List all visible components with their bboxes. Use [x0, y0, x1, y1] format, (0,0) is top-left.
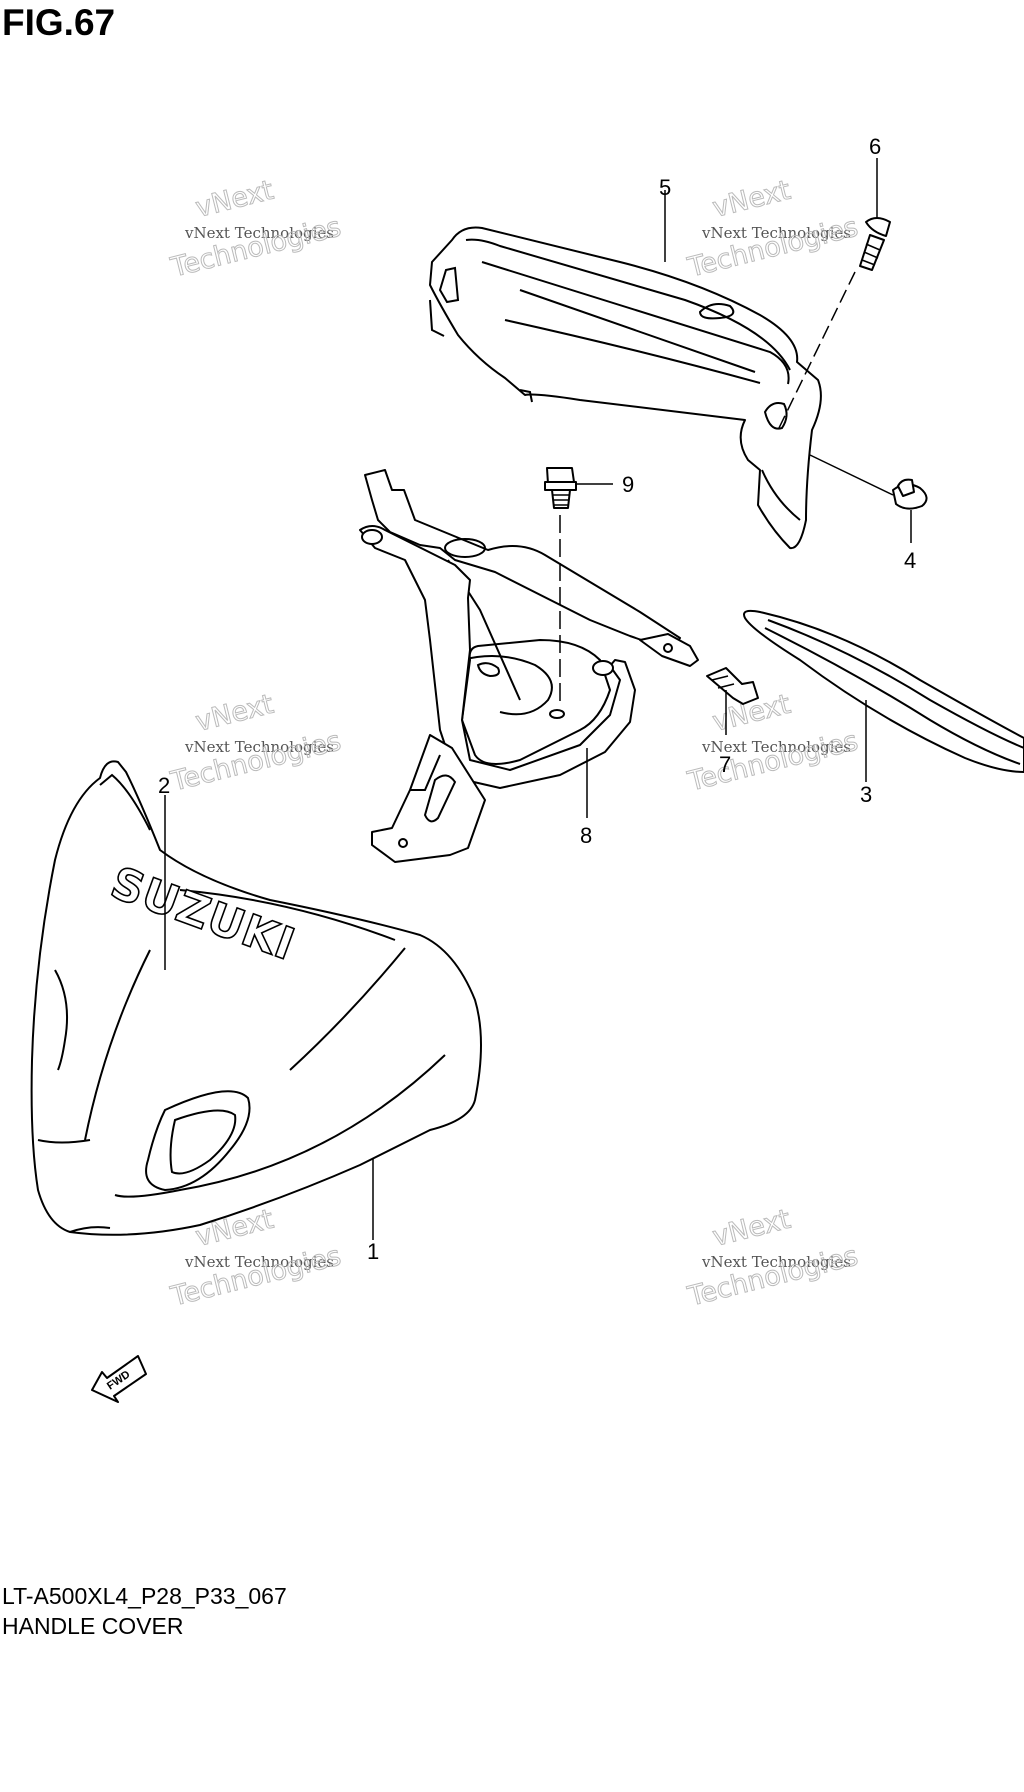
callouts: 1 2 3 4 5 6 7 8 9	[158, 134, 916, 1264]
callout-7: 7	[719, 752, 731, 777]
callout-5: 5	[659, 175, 671, 200]
watermark-text: Technologies	[167, 1241, 344, 1313]
callout-8: 8	[580, 823, 592, 848]
watermark-text: vNext Technologies	[184, 1253, 334, 1271]
part-6-screw	[859, 217, 891, 271]
part-8-bracket	[359, 469, 699, 863]
watermark-text: vNext	[193, 175, 277, 224]
figure-caption: HANDLE COVER	[2, 1613, 184, 1639]
part-5-upper-cover	[429, 226, 822, 550]
watermark-text: Technologies	[167, 726, 344, 798]
part-9-bolt	[544, 467, 577, 509]
part-1-front-cover: SUZUKI	[30, 760, 482, 1236]
watermark-text: Technologies	[684, 212, 861, 284]
callout-6: 6	[869, 134, 881, 159]
watermark-text: vNext	[710, 175, 794, 224]
watermark-text: vNext Technologies	[701, 1253, 851, 1271]
callout-4: 4	[904, 548, 916, 573]
watermark-text: Technologies	[684, 726, 861, 798]
callout-1: 1	[367, 1239, 379, 1264]
watermark-text: vNext Technologies	[184, 224, 334, 242]
callout-2: 2	[158, 773, 170, 798]
part-7-clip	[706, 667, 759, 705]
callout-3: 3	[860, 782, 872, 807]
part-4-clip	[892, 478, 928, 510]
model-code: LT-A500XL4_P28_P33_067	[2, 1583, 287, 1609]
watermark-text: Technologies	[684, 1241, 861, 1313]
watermark-text: vNext Technologies	[701, 738, 851, 756]
callout-9: 9	[622, 472, 634, 497]
watermark-text: Technologies	[167, 212, 344, 284]
figure-title: FIG.67	[2, 2, 116, 43]
watermark-text: vNext Technologies	[701, 224, 851, 242]
watermark-text: vNext	[193, 689, 277, 738]
leader-lines	[164, 158, 912, 1240]
watermark-text: vNext	[710, 1204, 794, 1253]
fwd-arrow-icon: FWD	[91, 1355, 147, 1403]
watermark-text: vNext Technologies	[184, 738, 334, 756]
part-3-trim	[743, 609, 1024, 773]
